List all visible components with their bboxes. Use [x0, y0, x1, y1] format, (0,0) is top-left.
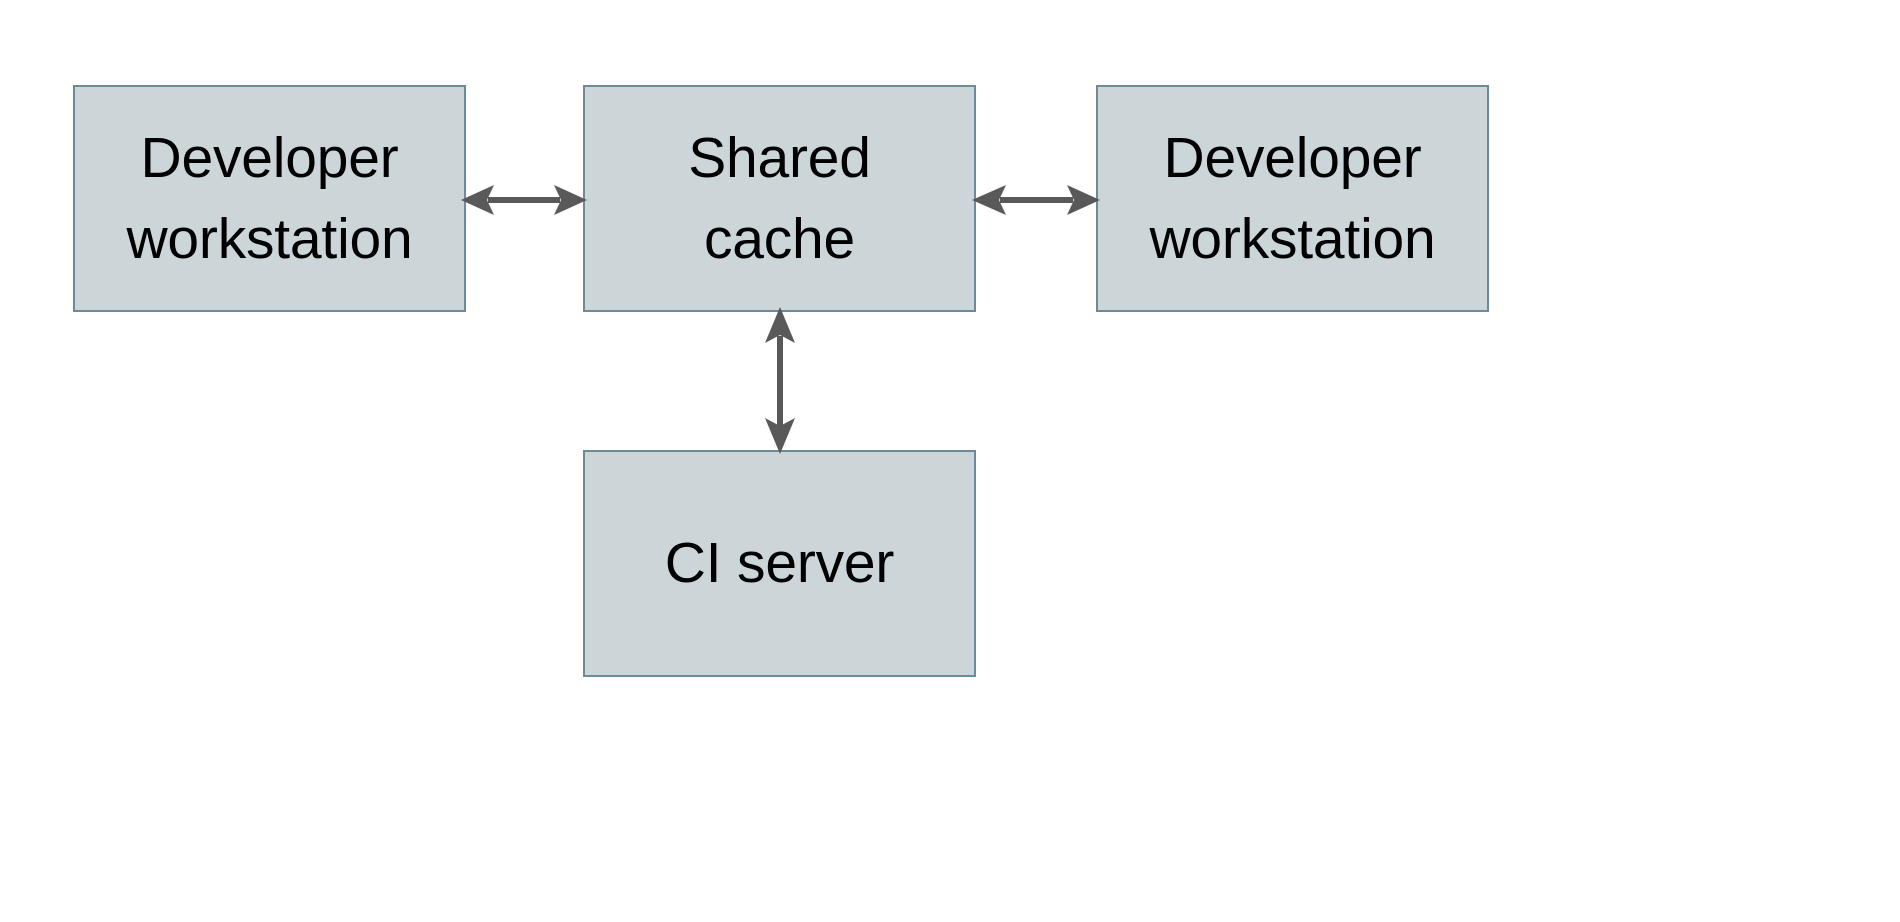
node-label: Shared cache [688, 125, 871, 271]
double-arrow-vertical-icon [765, 307, 795, 454]
double-arrow-horizontal-icon [972, 185, 1100, 215]
edge-shared-cache-to-dev-right [971, 176, 1101, 224]
node-label: Developer workstation [1149, 125, 1436, 271]
double-arrow-horizontal-icon [461, 185, 587, 215]
node-developer-workstation-right[interactable]: Developer workstation [1096, 85, 1489, 312]
node-shared-cache[interactable]: Shared cache [583, 85, 976, 312]
edge-dev-left-to-shared-cache [460, 176, 588, 224]
node-label: Developer workstation [126, 125, 413, 271]
edge-shared-cache-to-ci-server [756, 306, 804, 455]
node-ci-server[interactable]: CI server [583, 450, 976, 677]
node-developer-workstation-left[interactable]: Developer workstation [73, 85, 466, 312]
node-label: CI server [664, 531, 895, 596]
